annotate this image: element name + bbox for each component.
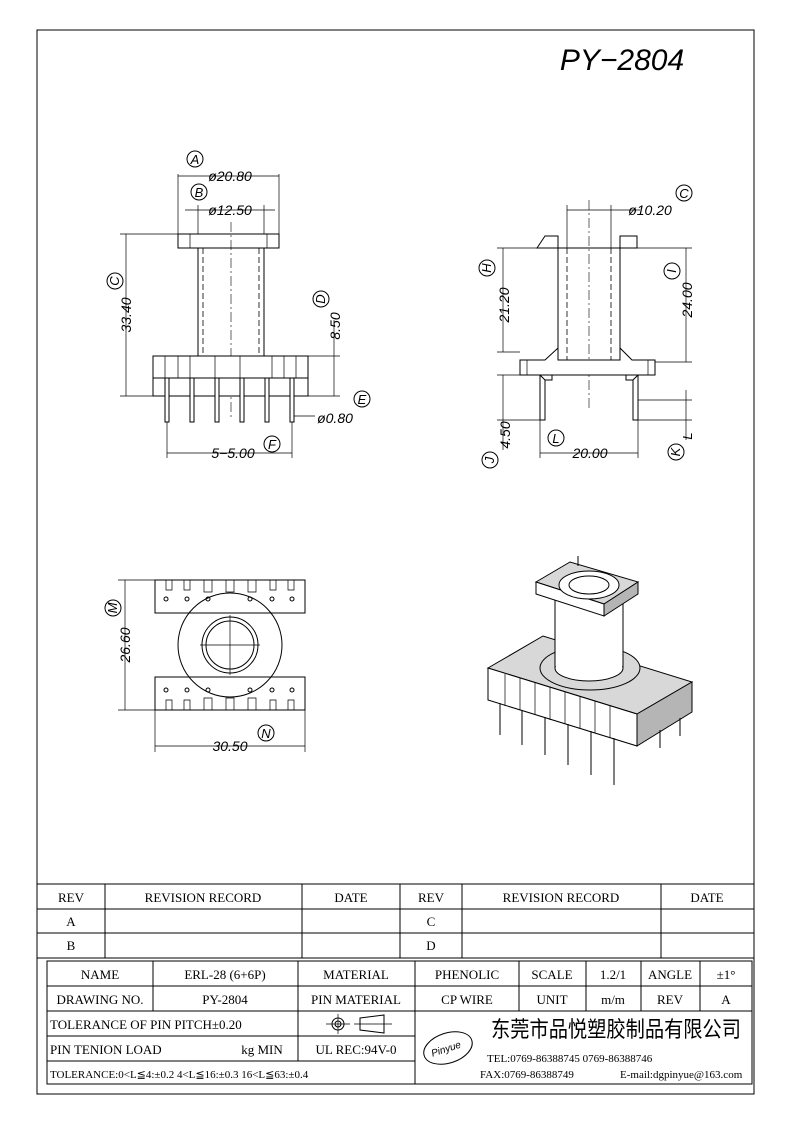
dim-k-label: K bbox=[668, 446, 683, 456]
bottom-view: M 26.60 N 30.50 bbox=[104, 579, 306, 754]
pin-material-label: PIN MATERIAL bbox=[311, 992, 401, 1007]
dim-e-value: ø0.80 bbox=[317, 410, 353, 426]
company-name: 东莞市品悦塑胶制品有限公司 bbox=[491, 1018, 741, 1043]
angle-label: ANGLE bbox=[648, 967, 692, 982]
revision-table: REV REVISION RECORD DATE REV REVISION RE… bbox=[36, 883, 755, 959]
date-header-1: DATE bbox=[334, 890, 367, 905]
drawing-no-value: PY-2804 bbox=[202, 992, 248, 1007]
angle-value: ±1° bbox=[717, 967, 736, 982]
isometric-view bbox=[486, 556, 694, 785]
scale-label: SCALE bbox=[531, 967, 572, 982]
ul-rec: UL REC:94V-0 bbox=[315, 1042, 396, 1057]
logo-text: Pinyue bbox=[430, 1040, 463, 1060]
pin-material-value: CP WIRE bbox=[441, 992, 493, 1007]
dim-m-label: M bbox=[105, 602, 120, 613]
material-label: MATERIAL bbox=[323, 967, 389, 982]
unit-label: UNIT bbox=[536, 992, 567, 1007]
dim-i-value: 24.00 bbox=[679, 282, 695, 318]
dim-d-label: D bbox=[313, 294, 328, 303]
dim-n-label: N bbox=[261, 726, 271, 741]
unit-value: m/m bbox=[601, 992, 625, 1007]
dim-a-value: ø20.80 bbox=[208, 168, 252, 184]
dim-h-value: 21.20 bbox=[496, 287, 512, 323]
dim-m-value: 26.60 bbox=[117, 627, 133, 663]
dim-d-value: 8.50 bbox=[327, 312, 343, 339]
revision-record-header-1: REVISION RECORD bbox=[145, 890, 262, 905]
dim-a-label: A bbox=[190, 152, 200, 167]
tolerance-line: TOLERANCE:0<L≦4:±0.2 4<L≦16:±0.3 16<L≦63… bbox=[50, 1069, 309, 1081]
side-dim-c-label: C bbox=[679, 186, 689, 201]
company-tel: TEL:0769-86388745 0769-86388746 bbox=[487, 1053, 653, 1065]
dim-b-value: ø12.50 bbox=[208, 202, 252, 218]
name-label: NAME bbox=[81, 967, 119, 982]
pin-tension-label: PIN TENION LOAD bbox=[50, 1042, 162, 1057]
side-dim-c-value: ø10.20 bbox=[628, 202, 672, 218]
revision-record-header-2: REVISION RECORD bbox=[503, 890, 620, 905]
rev-cell-d: D bbox=[426, 938, 435, 953]
projection-symbol-icon bbox=[326, 1014, 392, 1034]
dim-n-value: 30.50 bbox=[212, 738, 247, 754]
drawing-no-label: DRAWING NO. bbox=[56, 992, 143, 1007]
dim-i-label: I bbox=[664, 269, 679, 273]
dim-e-label: E bbox=[358, 392, 367, 407]
dim-j-label: J bbox=[482, 456, 497, 464]
material-value: PHENOLIC bbox=[435, 967, 499, 982]
front-view: A ø20.80 B ø12.50 C 33.40 D 8.50 E ø0.80… bbox=[106, 150, 371, 461]
company-email: E-mail:dgpinyue@163.com bbox=[620, 1069, 743, 1081]
dim-k-suffix: L bbox=[680, 432, 695, 439]
dim-h-label: H bbox=[479, 263, 494, 273]
rev-label: REV bbox=[657, 992, 684, 1007]
side-view: C ø10.20 H 21.20 I 24.00 J 4.50 L 20.00 bbox=[478, 184, 695, 469]
rev-cell-b: B bbox=[67, 938, 76, 953]
front-dim-c-label: C bbox=[107, 276, 122, 286]
rev-value: A bbox=[721, 992, 731, 1007]
title-block: NAME ERL-28 (6+6P) MATERIAL PHENOLIC SCA… bbox=[46, 960, 753, 1085]
company-logo: Pinyue bbox=[423, 1031, 473, 1065]
rev-cell-c: C bbox=[427, 914, 436, 929]
rev-header-2: REV bbox=[418, 890, 445, 905]
dim-f-value: 5−5.00 bbox=[211, 445, 254, 461]
front-dim-c-value: 33.40 bbox=[118, 297, 134, 332]
dim-l-value: 20.00 bbox=[571, 445, 607, 461]
drawing-title: PY−2804 bbox=[560, 44, 684, 77]
scale-value: 1.2/1 bbox=[600, 967, 626, 982]
rev-header-1: REV bbox=[58, 890, 85, 905]
dim-l-label: L bbox=[552, 431, 559, 446]
name-value: ERL-28 (6+6P) bbox=[184, 967, 265, 982]
dim-b-label: B bbox=[195, 185, 204, 200]
tolerance-pitch: TOLERANCE OF PIN PITCH±0.20 bbox=[50, 1017, 242, 1032]
dim-j-value: 4.50 bbox=[497, 421, 513, 448]
dim-f-label: F bbox=[268, 437, 277, 452]
sheet-border bbox=[36, 29, 755, 1095]
rev-cell-a: A bbox=[66, 914, 76, 929]
company-fax: FAX:0769-86388749 bbox=[480, 1069, 574, 1081]
pin-tension-unit: kg MIN bbox=[241, 1042, 283, 1057]
date-header-2: DATE bbox=[690, 890, 723, 905]
